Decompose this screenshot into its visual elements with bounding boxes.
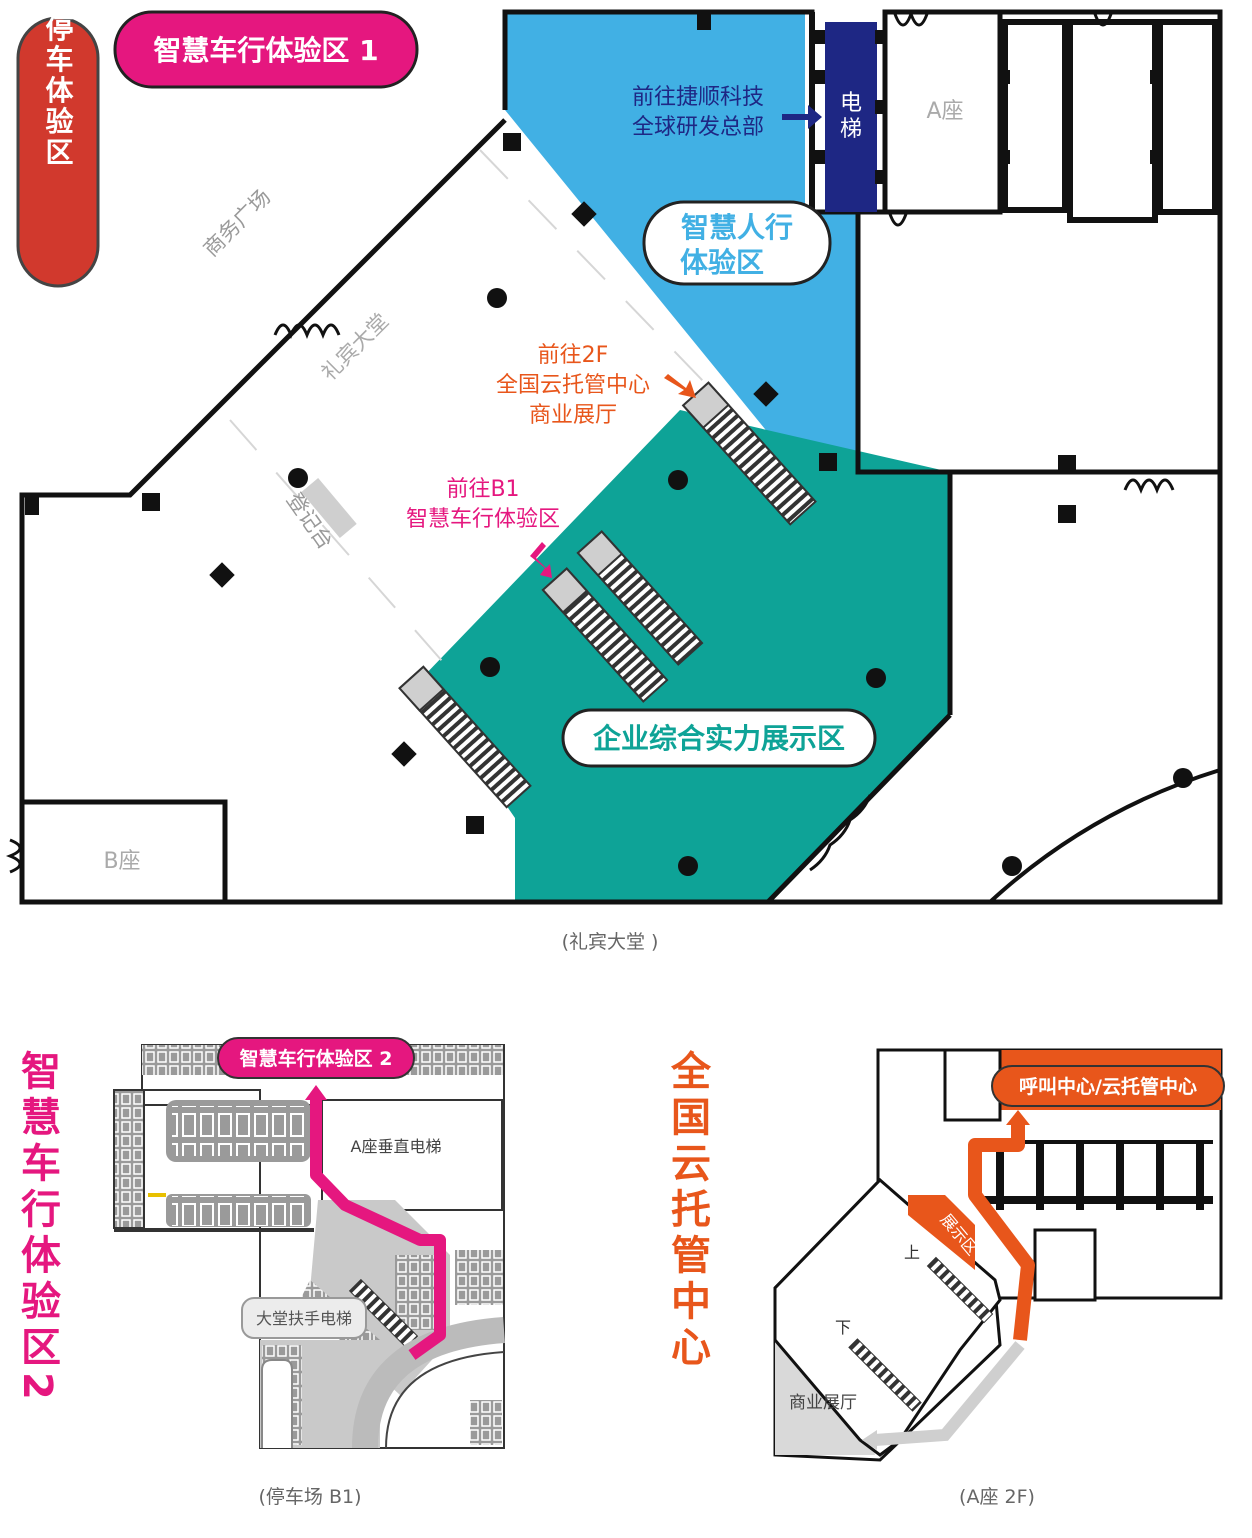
pillars [25, 14, 1193, 876]
arrow-to-b1-icon [530, 542, 552, 578]
enterprise-badge-box [561, 708, 877, 768]
escalator-to-b1 [541, 567, 669, 703]
to-2f-line3: 商业展厅 [529, 403, 617, 428]
cloud-route-exit [874, 1341, 1025, 1446]
escalator-bottom [398, 665, 532, 809]
down-label: 下 [835, 1318, 851, 1337]
parking-route [310, 1100, 446, 1360]
to-rd-line2: 全球研发总部 [632, 115, 764, 140]
parking-route-arrow-icon [305, 1085, 327, 1100]
cloud-route [968, 1125, 1035, 1341]
to-2f-line2: 全国云托管中心 [496, 373, 650, 398]
elevator-block [825, 22, 877, 212]
tower-a-label: A座 [926, 99, 963, 124]
side-badge-box [16, 16, 100, 288]
to-b1-line2: 智慧车行体验区 [406, 507, 560, 532]
zone1-badge: 智慧车行体验区 1 [153, 34, 378, 67]
main-caption: (礼宾大堂 ) [562, 931, 659, 953]
registration-desk [301, 477, 357, 539]
cloud-badge-box [991, 1065, 1225, 1107]
to-b1-line1: 前往B1 [446, 477, 519, 502]
business-plaza-label: 商务广场 [199, 185, 275, 261]
escalator-callout: 大堂扶手电梯 [256, 1309, 352, 1328]
commercial-hall-label: 商业展厅 [789, 1393, 857, 1413]
to-rd-line1: 前往捷顺科技 [632, 85, 764, 110]
cloud-badge: 呼叫中心/云托管中心 [1019, 1075, 1197, 1098]
cloud-vertical-title: 全国云托管中心 [664, 1049, 712, 1372]
arrow-to-2f-icon [664, 374, 696, 398]
lobby-floor-plan [5, 9, 1223, 905]
pedestrian-badge-line1: 智慧人行 [681, 211, 793, 244]
enterprise-badge: 企业综合实力展示区 [593, 722, 845, 755]
arrow-to-elevator-icon [782, 105, 822, 129]
elevator-line2: 梯 [840, 117, 862, 142]
escalator-to-2f [681, 381, 817, 526]
elevator-line1: 电 [840, 91, 862, 116]
parking-badge: 智慧车行体验区 2 [240, 1047, 393, 1070]
escalator-callout-box [241, 1297, 367, 1339]
tower-b-block [19, 799, 228, 905]
tower-b-label: B座 [103, 849, 140, 874]
zone1-badge-box [113, 10, 419, 89]
parking-caption: (停车场 B1) [259, 1486, 362, 1508]
a-elevator-label: A座垂直电梯 [351, 1137, 442, 1156]
floor-guides [229, 149, 761, 671]
cloud-caption: (A座 2F) [959, 1486, 1035, 1508]
parking-vertical-title: 智慧车行体验区2 [14, 1050, 61, 1406]
escalator-a [576, 530, 704, 666]
pedestrian-badge-box [642, 200, 832, 286]
to-2f-line1: 前往2F [538, 343, 609, 368]
side-badge: 城市停车体验区 [42, 0, 75, 169]
parking-b1-plan [113, 1044, 505, 1449]
lobby-label: 礼宾大堂 [317, 309, 393, 385]
up-label: 上 [904, 1243, 920, 1262]
pedestrian-badge-line2: 体验区 [680, 246, 764, 279]
tower-a-block [882, 9, 1003, 215]
cloud-route-arrow-icon [1006, 1110, 1030, 1125]
parking-badge-box [217, 1037, 415, 1079]
cloud-exit-arrow-icon [862, 1430, 877, 1450]
